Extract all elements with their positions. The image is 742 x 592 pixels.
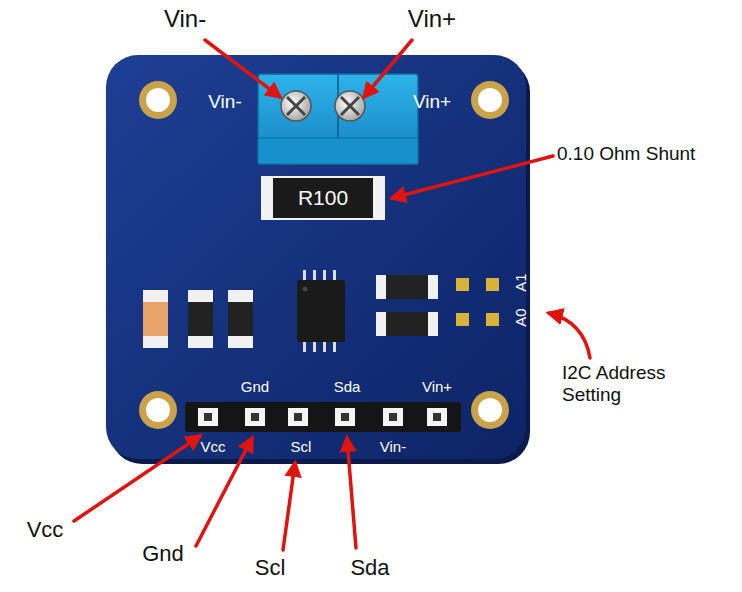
address-pad-label: A0 xyxy=(511,309,528,327)
silkscreen-label: Vin+ xyxy=(422,378,452,395)
resistor-code: R100 xyxy=(298,186,348,210)
callout-label: Sda xyxy=(350,555,389,580)
pin-header xyxy=(185,402,461,432)
callout-label: Gnd xyxy=(142,541,184,566)
silkscreen-label: Gnd xyxy=(241,378,269,395)
address-pad-label: A1 xyxy=(511,274,528,292)
ina219-chip xyxy=(297,270,345,352)
silkscreen-label: Vcc xyxy=(200,438,225,455)
silkscreen-label: Vin- xyxy=(208,91,241,113)
silkscreen-label: Scl xyxy=(291,438,312,455)
silkscreen-label: Vin+ xyxy=(413,91,451,113)
smd-components xyxy=(143,275,438,348)
circuit-board xyxy=(106,55,526,459)
silkscreen-label: Vin- xyxy=(380,438,406,455)
callout-label: Vcc xyxy=(27,517,64,542)
callout-label: Vin+ xyxy=(408,5,456,33)
silkscreen-label: Sda xyxy=(334,378,361,395)
screw-terminal xyxy=(258,74,418,164)
callout-label: I2C Address Setting xyxy=(562,362,692,406)
callout-label: 0.10 Ohm Shunt xyxy=(557,143,695,165)
address-pads xyxy=(456,278,499,326)
shunt-resistor: R100 xyxy=(263,178,383,218)
callout-label: Vin- xyxy=(164,5,206,33)
leader-arrows xyxy=(74,40,590,550)
callout-label: Scl xyxy=(255,555,286,580)
